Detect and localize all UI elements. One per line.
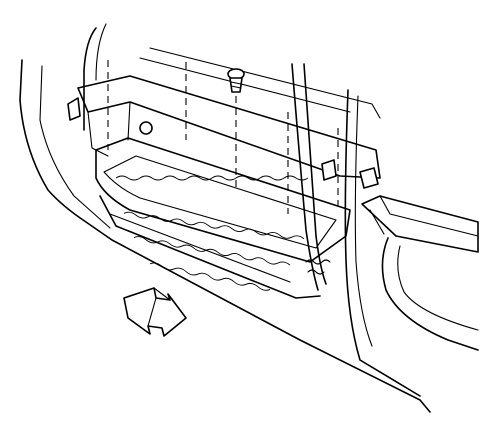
direction-arrow-icon [123, 287, 187, 337]
b-pillar-outline [291, 63, 421, 397]
sill-plate-screw [139, 68, 245, 135]
alignment-lines [107, 60, 339, 214]
rocker-trim-panel [361, 195, 479, 351]
door-frame-outline [19, 23, 431, 413]
retaining-clip [67, 97, 379, 189]
door-sill-plate [77, 75, 381, 299]
